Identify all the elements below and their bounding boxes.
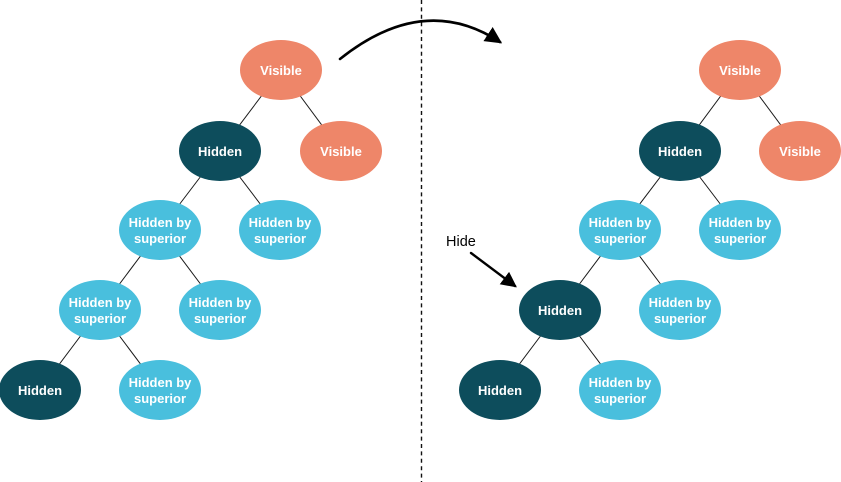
node-ellipse xyxy=(59,280,141,340)
node-label: Hidden xyxy=(538,303,582,318)
node-ellipse xyxy=(579,200,661,260)
node-ellipse xyxy=(119,360,201,420)
node-ellipse xyxy=(639,280,721,340)
tree-node-visible: Visible xyxy=(240,40,322,100)
node-ellipse xyxy=(0,360,81,420)
node-label: Hidden xyxy=(18,383,62,398)
node-label: Hidden xyxy=(198,144,242,159)
node-ellipse xyxy=(519,280,601,340)
node-label: Visible xyxy=(719,63,761,78)
tree-node-visible: Visible xyxy=(699,40,781,100)
node-ellipse xyxy=(119,200,201,260)
node-ellipse xyxy=(699,200,781,260)
node-ellipse xyxy=(579,360,661,420)
node-ellipse xyxy=(300,121,382,181)
node-label: Visible xyxy=(779,144,821,159)
node-ellipse xyxy=(759,121,841,181)
tree-node-hidden: Hidden xyxy=(179,121,261,181)
hide-arrow-icon xyxy=(469,251,517,288)
tree-node-visible: Visible xyxy=(759,121,841,181)
node-ellipse xyxy=(699,40,781,100)
tree-node-hidden: Hidden xyxy=(459,360,541,420)
tree-node-hidden: Hidden xyxy=(639,121,721,181)
node-label: Visible xyxy=(260,63,302,78)
node-label: Hidden xyxy=(478,383,522,398)
node-ellipse xyxy=(459,360,541,420)
node-ellipse xyxy=(179,280,261,340)
tree-node-hidden: Hidden xyxy=(0,360,81,420)
node-ellipse xyxy=(179,121,261,181)
node-ellipse xyxy=(639,121,721,181)
transform-arrow-icon xyxy=(338,19,503,61)
node-ellipse xyxy=(240,40,322,100)
tree-node-visible: Visible xyxy=(300,121,382,181)
node-label: Visible xyxy=(320,144,362,159)
tree-node-hidden: Hidden xyxy=(519,280,601,340)
hide-label: Hide xyxy=(446,234,476,250)
node-ellipse xyxy=(239,200,321,260)
node-label: Hidden xyxy=(658,144,702,159)
